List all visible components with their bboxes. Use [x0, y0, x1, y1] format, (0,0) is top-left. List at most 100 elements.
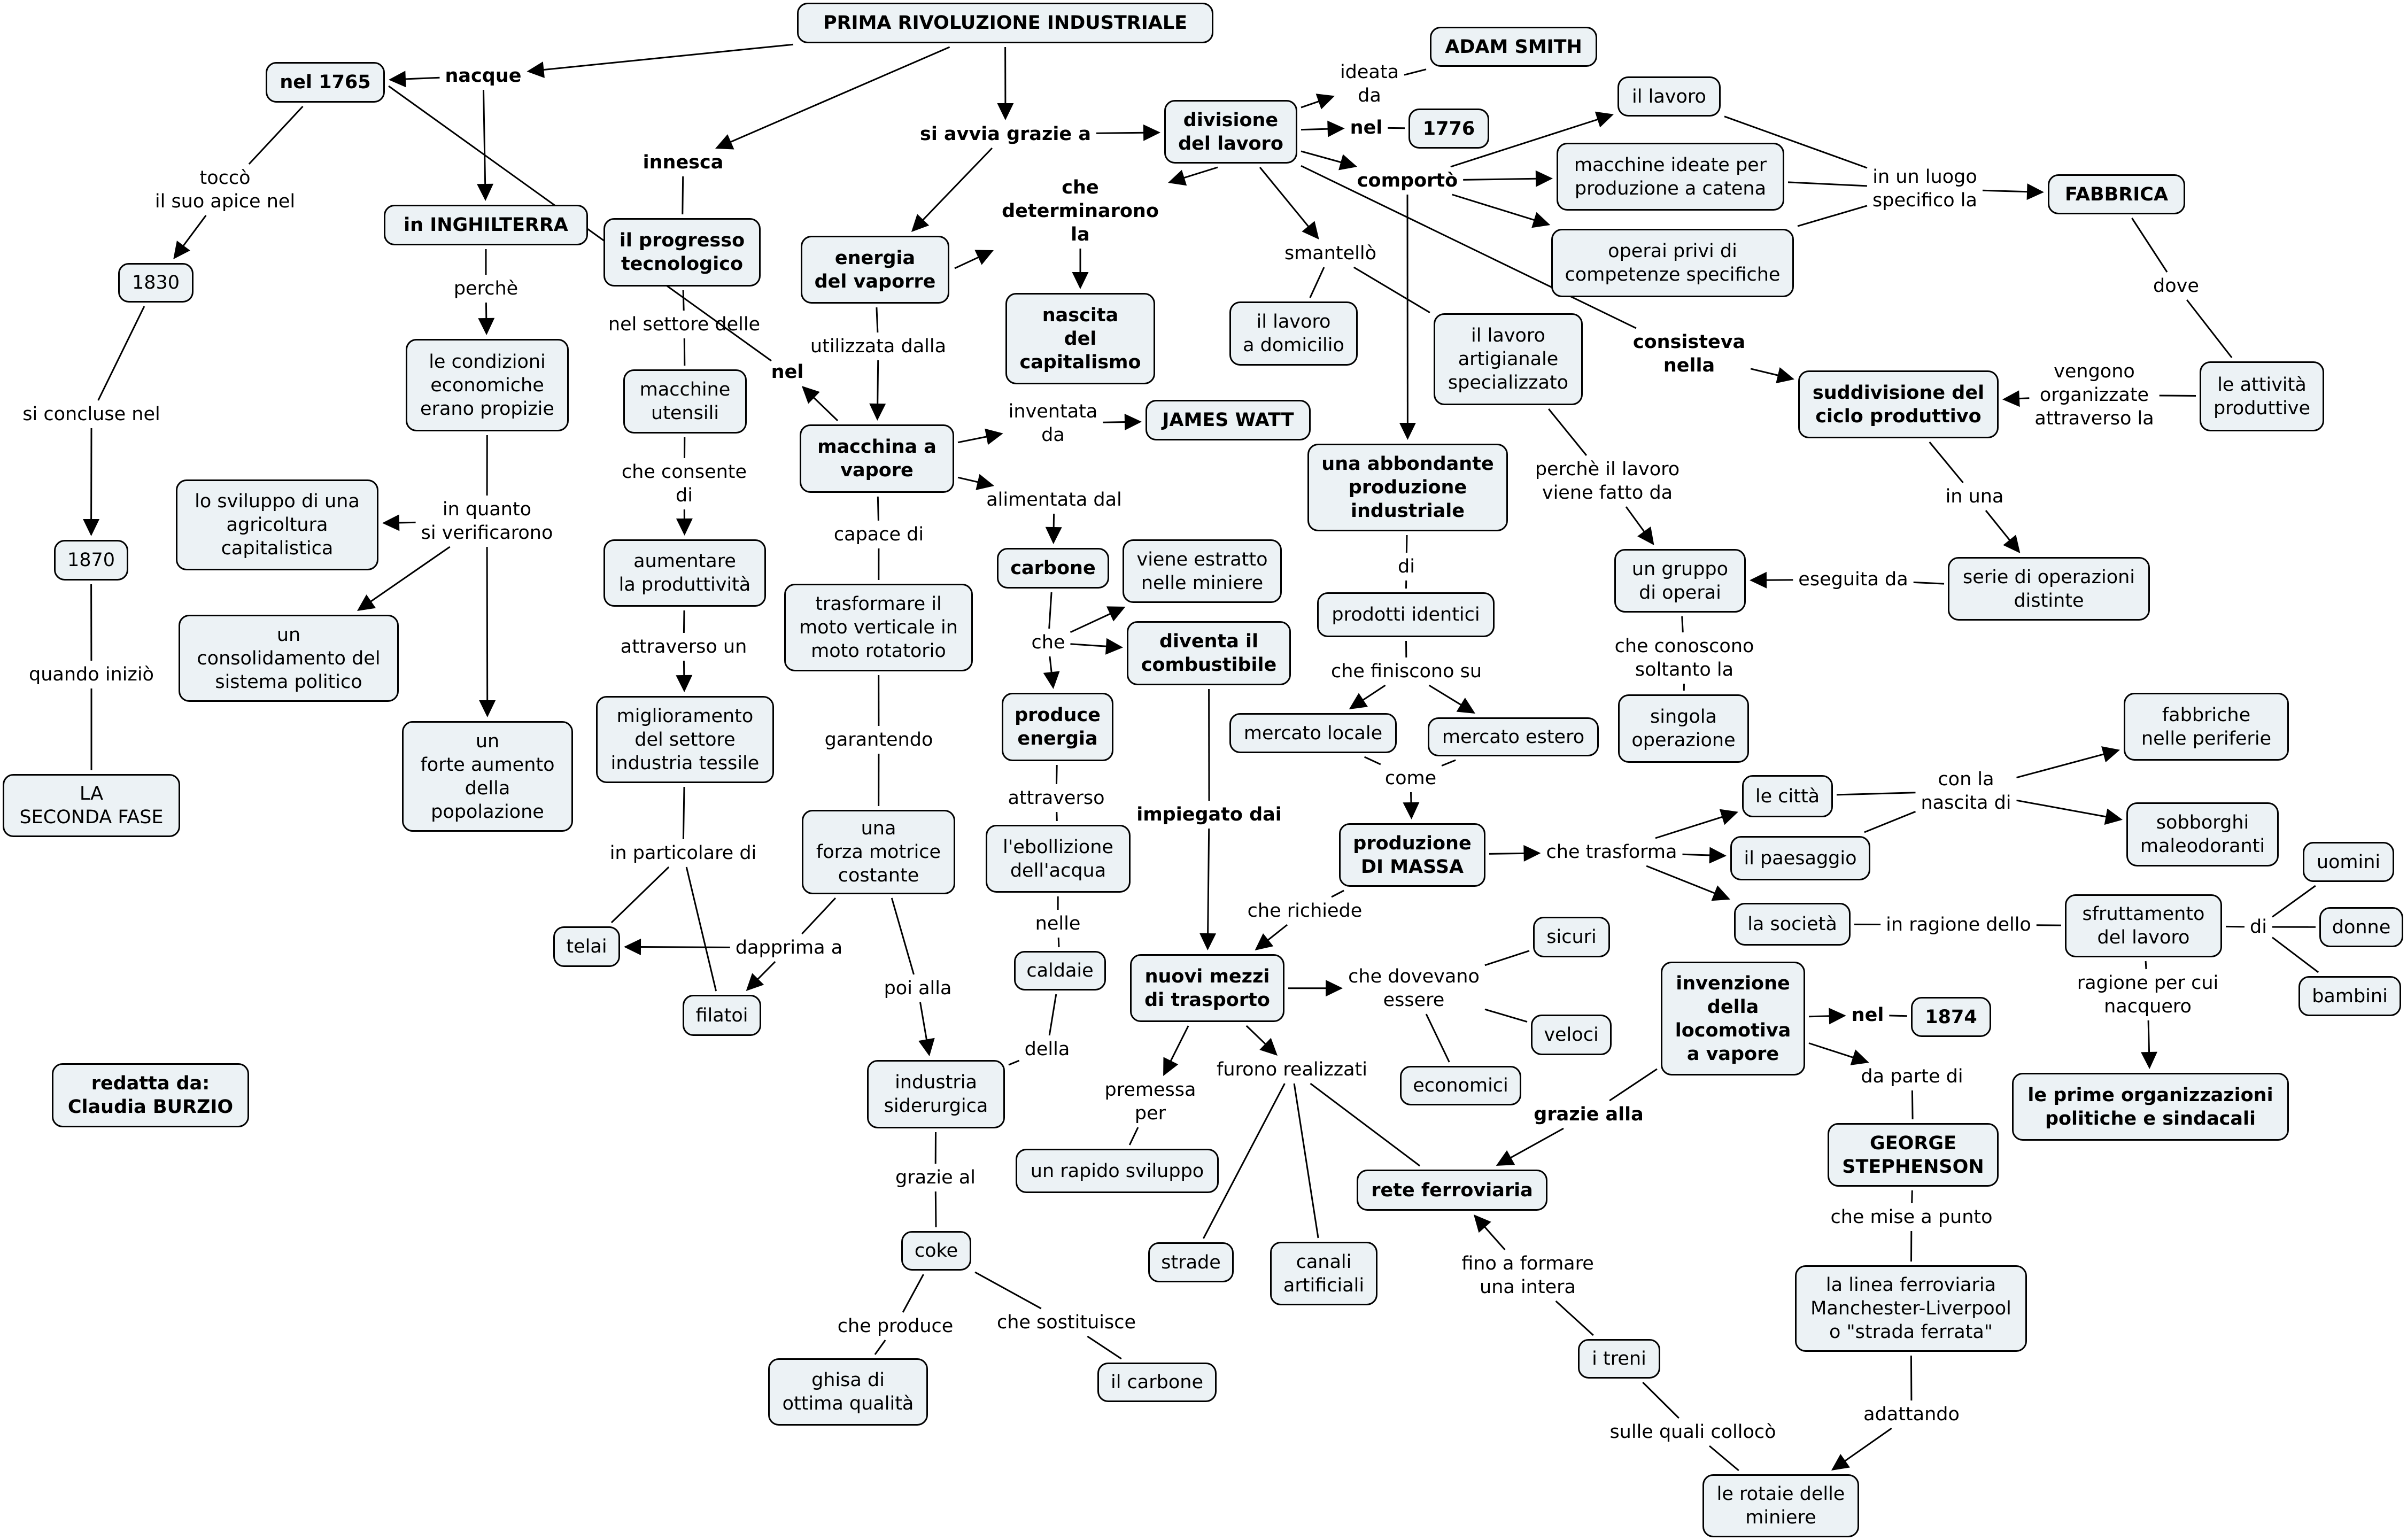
link-che-sostituisce: che sostituisce [996, 1312, 1136, 1333]
arrowhead [976, 474, 995, 490]
connection-line [1484, 950, 1530, 966]
concept-adam-smith: ADAM SMITH [1430, 27, 1597, 67]
concept-agricoltura-capitalistica: lo sviluppo di una agricoltura capitalis… [176, 479, 378, 570]
arrowhead [1523, 845, 1541, 862]
arrowhead [2101, 746, 2120, 763]
connection-line [1207, 828, 1210, 935]
connection-line [1463, 177, 1537, 181]
arrowhead [1637, 527, 1654, 545]
link-alimentata-dal: alimentata dal [986, 489, 1122, 510]
concept-moto-rotatorio: trasformare il moto verticale in moto ro… [784, 584, 973, 671]
link-che-dovevano-essere: che dovevano essere [1348, 966, 1480, 1011]
connection-line [1404, 68, 1427, 76]
concept-il-carbone: il carbone [1097, 1363, 1217, 1402]
arrowhead [1105, 638, 1123, 655]
connection-line [1864, 810, 1916, 833]
link-che-determinarono-la: che determinarono la [1002, 177, 1159, 245]
concept-industria-tessile: miglioramento del settore industria tess… [596, 696, 774, 783]
link-nel-1874: nel [1851, 1004, 1884, 1026]
arrowhead [869, 403, 886, 421]
connection-line [1555, 1300, 1594, 1336]
link-che-richiede: che richiede [1247, 900, 1363, 922]
concept-macchine-utensili: macchine utensili [623, 369, 747, 434]
link-attraverso-un: attraverso un [620, 636, 747, 657]
connection-line [398, 521, 416, 524]
concept-il-lavoro: il lavoro [1617, 76, 1721, 117]
arrowhead [676, 518, 693, 536]
connection-line [1049, 656, 1052, 674]
concept-estratto-miniere: viene estratto nelle miniere [1123, 539, 1282, 603]
connection-line [682, 290, 685, 311]
concept-aumentare-produttivita: aumentare la produttività [603, 539, 766, 607]
link-di-categorie: di [2250, 916, 2267, 938]
concept-combustibile: diventa il combustibile [1127, 621, 1291, 685]
link-innesca: innesca [643, 152, 724, 173]
connection-line [2018, 397, 2030, 400]
connection-line [1929, 442, 1964, 483]
link-tocco-il-suo-apice: toccò il suo apice nel [154, 167, 296, 212]
connection-line [1183, 166, 1218, 179]
connection-line [1724, 115, 1868, 169]
concept-gruppo-operai: un gruppo di operai [1614, 549, 1746, 613]
arrowhead [479, 700, 496, 717]
connection-line [2272, 937, 2319, 973]
connection-line [1441, 759, 1456, 767]
arrowhead [1255, 933, 1274, 950]
concept-locomotiva-a-vapore: invenzione della locomotiva a vapore [1661, 962, 1805, 1075]
arrowhead [1199, 933, 1217, 950]
connection-line [891, 897, 915, 975]
connection-line [1202, 1083, 1286, 1239]
connection-line [1750, 368, 1779, 376]
connection-line [1844, 1427, 1892, 1462]
concept-produzione-a-catena: macchine ideate per produzione a catena [1557, 143, 1784, 211]
connection-line [1646, 865, 1716, 894]
arrowhead [83, 519, 100, 536]
connection-line [1309, 267, 1325, 298]
link-nacque: nacque [445, 65, 522, 87]
arrowhead [2003, 535, 2021, 553]
arrowhead [1709, 847, 1727, 864]
arrowhead [1496, 1150, 1515, 1166]
link-utilizzata-dalla: utilizzata dalla [810, 336, 947, 357]
connection-line [1510, 1127, 1564, 1159]
arrowhead [1399, 423, 1416, 440]
link-impiegato-dai: impiegato dai [1136, 804, 1282, 825]
concept-energia-del-vapore: energia del vaporre [801, 236, 949, 304]
connection-line [543, 43, 794, 71]
connection-line [1405, 535, 1408, 553]
connection-line [2272, 885, 2316, 918]
connection-line [1609, 1068, 1658, 1102]
connection-line [1103, 421, 1126, 423]
connection-line [1548, 408, 1588, 456]
arrowhead [974, 250, 994, 265]
link-da-parte-di: da parte di [1861, 1066, 1963, 1087]
link-che-conoscono-soltanto-la: che conoscono soltanto la [1614, 636, 1754, 680]
concept-seconda-fase: LA SECONDA FASE [3, 774, 180, 837]
concept-lavoro-a-domicilio: il lavoro a domicilio [1229, 301, 1358, 366]
arrowhead [478, 318, 495, 335]
connection-line [756, 961, 776, 980]
connection-line [934, 1191, 937, 1228]
concept-nascita-capitalismo: nascita del capitalismo [1005, 293, 1155, 384]
concept-fabbrica: FABBRICA [2048, 174, 2185, 214]
arrowhead [1595, 111, 1614, 128]
connection-line [1911, 1190, 1913, 1204]
arrowhead [2026, 183, 2044, 200]
concept-ghisa: ghisa di ottima qualità [768, 1358, 928, 1426]
arrowhead [2141, 1051, 2157, 1069]
connection-line [876, 307, 879, 333]
arrowhead [1338, 154, 1358, 171]
connection-line [248, 105, 304, 165]
link-si-avvia-grazie-a: si avvia grazie a [920, 123, 1091, 145]
connection-line [957, 436, 988, 444]
connection-line [1070, 643, 1108, 647]
link-che-produce: che produce [837, 1315, 954, 1337]
link-inventata-da: inventata da [1008, 401, 1098, 446]
arrowhead [477, 183, 494, 201]
link-premessa-per: premessa per [1104, 1079, 1196, 1124]
connection-line [1245, 1025, 1267, 1046]
connection-line [1797, 205, 1868, 227]
link-comporto: comportò [1357, 170, 1458, 191]
link-capace-di: capace di [833, 524, 924, 545]
